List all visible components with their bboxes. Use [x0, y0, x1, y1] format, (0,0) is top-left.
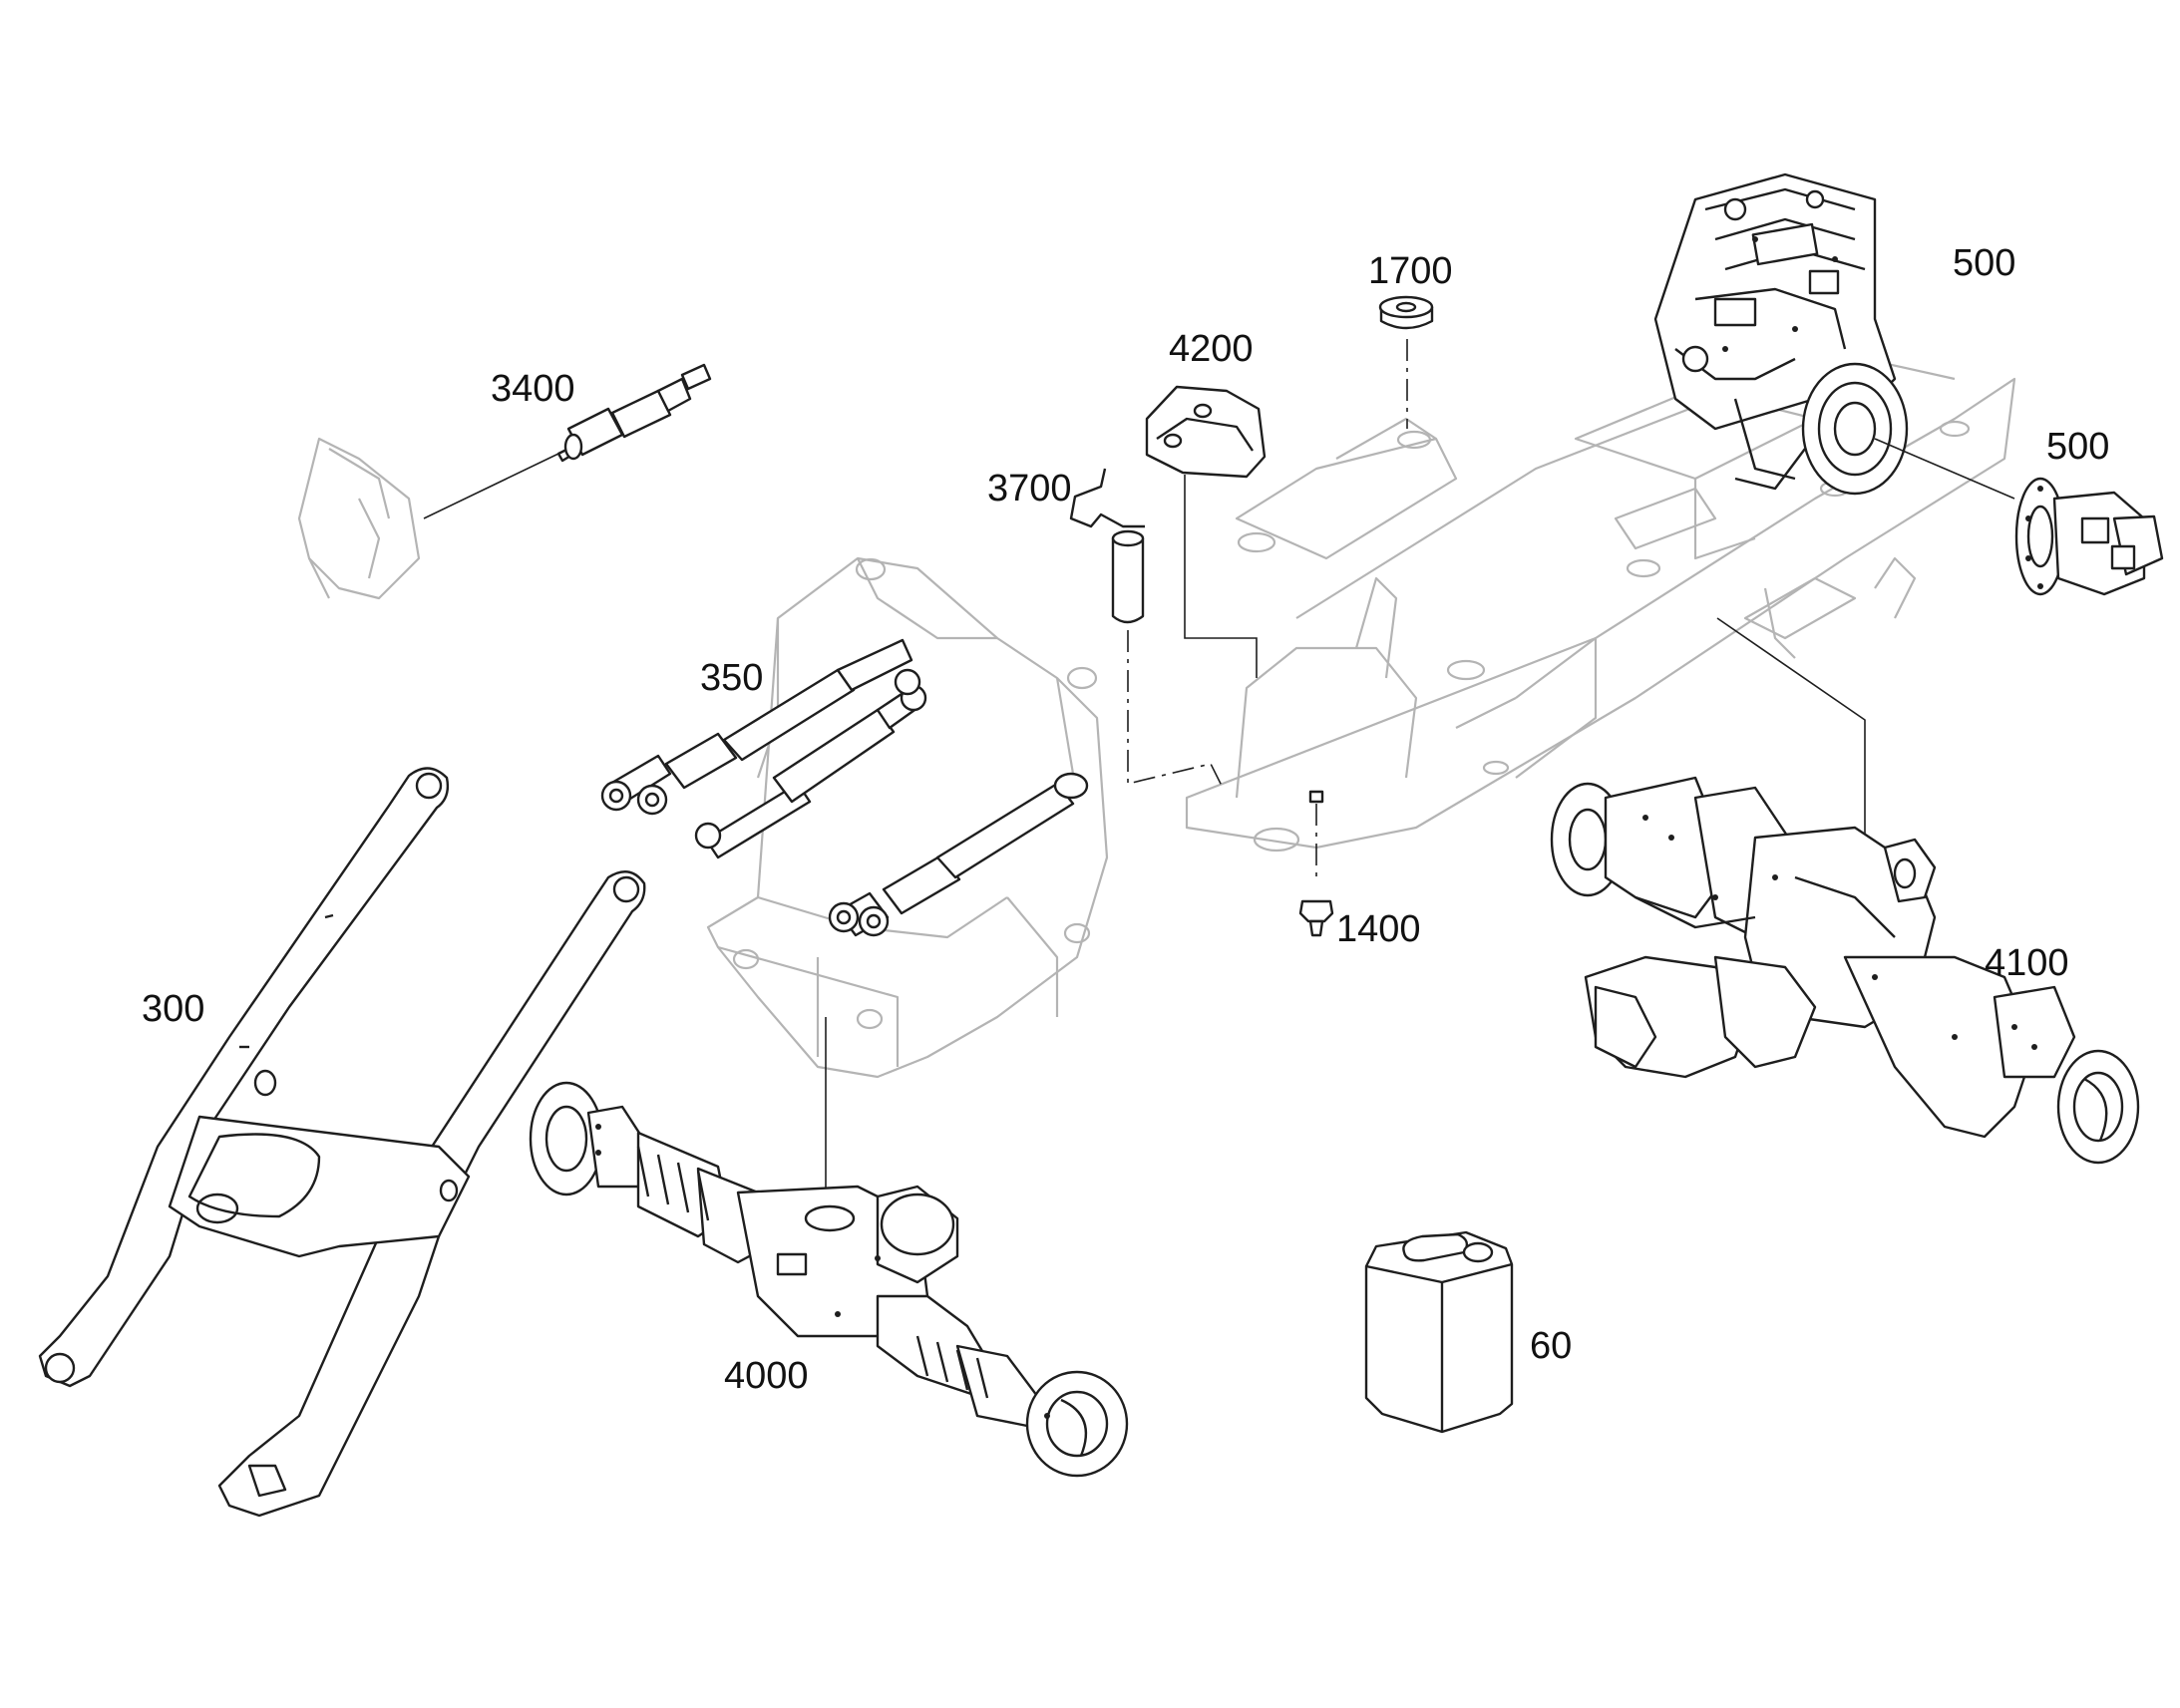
loader-arms-300	[38, 767, 646, 1518]
callout-500-pump: 500	[2046, 426, 2109, 468]
callout-300: 300	[142, 988, 204, 1030]
callouts: 3400 1700 500 4200 500 3700 350 1400 300…	[142, 242, 2109, 1397]
engine-500	[1653, 172, 1909, 496]
callout-60: 60	[1530, 1325, 1572, 1367]
callout-1700: 1700	[1368, 250, 1453, 292]
bolt-1400	[1298, 790, 1334, 937]
fluid-canister-60	[1364, 1230, 1514, 1434]
callout-4000: 4000	[724, 1355, 809, 1397]
hydraulic-pump-500	[1874, 438, 2164, 596]
bracket-4200	[1145, 385, 1267, 678]
rear-axle-4100	[1550, 617, 2140, 1165]
callout-500-engine: 500	[1953, 242, 2015, 284]
pin-3700	[1069, 468, 1224, 789]
callout-4200: 4200	[1169, 328, 1254, 370]
callout-3400: 3400	[491, 368, 575, 410]
callout-350: 350	[700, 657, 763, 699]
cylinders-350	[600, 638, 1089, 937]
callout-1400: 1400	[1336, 908, 1421, 950]
front-axle-4000	[529, 1017, 1129, 1478]
callout-3700: 3700	[987, 468, 1072, 510]
callout-4100: 4100	[1985, 942, 2069, 984]
rubber-mount-1700	[1378, 295, 1434, 429]
pedal-assembly-3400	[297, 363, 712, 600]
